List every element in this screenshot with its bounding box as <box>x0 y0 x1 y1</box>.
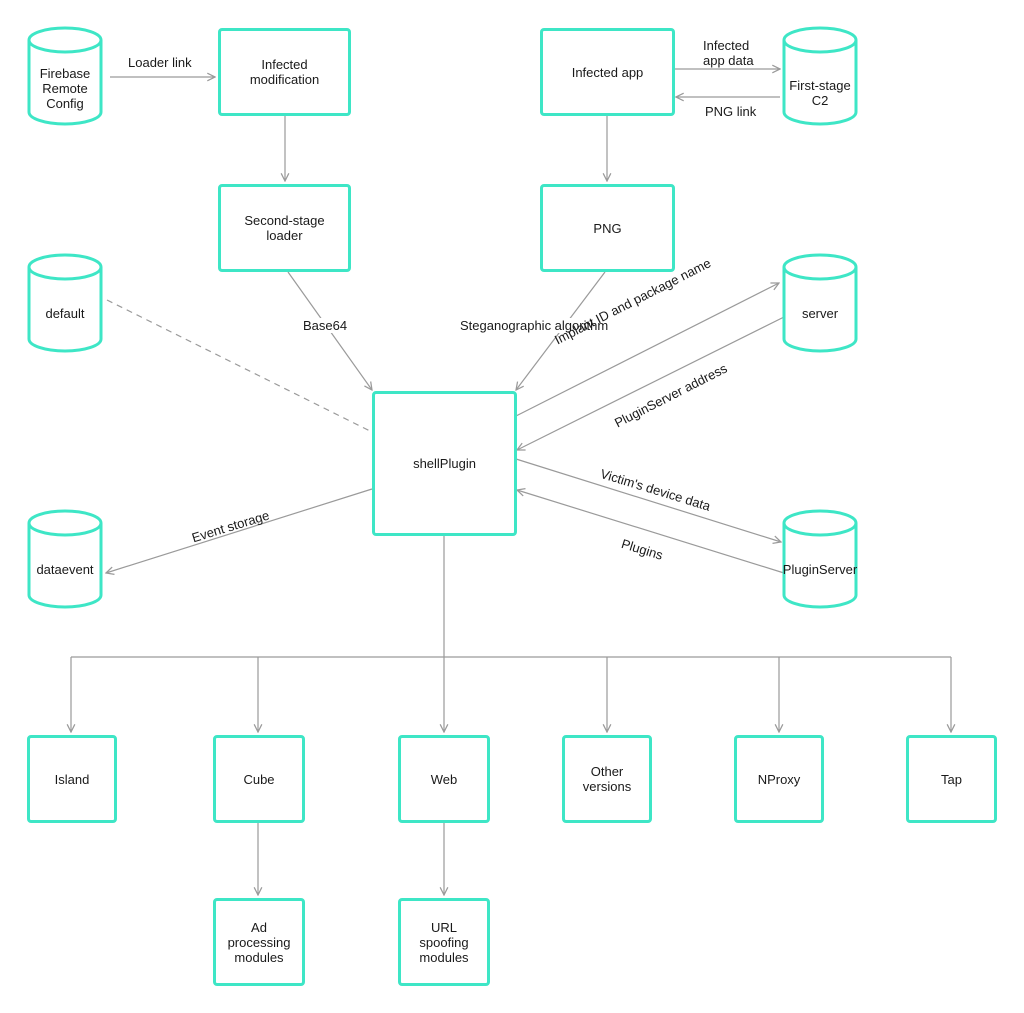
other-versions-node: Other versions <box>562 735 652 823</box>
loader-link-label: Loader link <box>128 55 192 70</box>
cylinder-firebase <box>27 26 103 126</box>
cylinder-first-stage-c2 <box>782 26 858 126</box>
infected-app-data-label: Infected app data <box>703 38 754 68</box>
cylinder-dataevent <box>27 509 103 609</box>
edge-pluginserver-address <box>517 316 785 450</box>
nproxy-node: NProxy <box>734 735 824 823</box>
default-label: default <box>45 306 85 321</box>
second-stage-loader-node: Second-stage loader <box>218 184 351 272</box>
tap-node: Tap <box>906 735 997 823</box>
infected-modification-node: Infected modification <box>218 28 351 116</box>
island-node: Island <box>27 735 117 823</box>
steganographic-algorithm-label: Steganographic algorithm <box>460 318 609 333</box>
ad-processing-modules-node: Ad processing modules <box>213 898 305 986</box>
edge-event-storage <box>106 488 373 573</box>
png-node: PNG <box>540 184 675 272</box>
cylinder-default <box>27 253 103 353</box>
edge-victim-device-data <box>515 458 781 542</box>
pluginserver-label: PluginServer <box>782 562 858 577</box>
url-spoofing-modules-node: URL spoofing modules <box>398 898 490 986</box>
dataevent-label: dataevent <box>36 562 94 577</box>
base64-label: Base64 <box>303 318 348 333</box>
edge-plugins <box>517 490 785 574</box>
edge-default <box>106 299 373 433</box>
web-node: Web <box>398 735 490 823</box>
cylinder-pluginserver <box>782 509 858 609</box>
png-link-label: PNG link <box>705 104 757 119</box>
cube-node: Cube <box>213 735 305 823</box>
shellplugin-node: shellPlugin <box>372 391 517 536</box>
first-stage-c2-label: First-stage C2 <box>789 78 851 108</box>
cylinder-server <box>782 253 858 353</box>
firebase-remote-config-label: Firebase Remote Config <box>39 66 91 111</box>
edge-implant-id <box>515 283 779 417</box>
server-label: server <box>801 306 839 321</box>
infected-app-node: Infected app <box>540 28 675 116</box>
